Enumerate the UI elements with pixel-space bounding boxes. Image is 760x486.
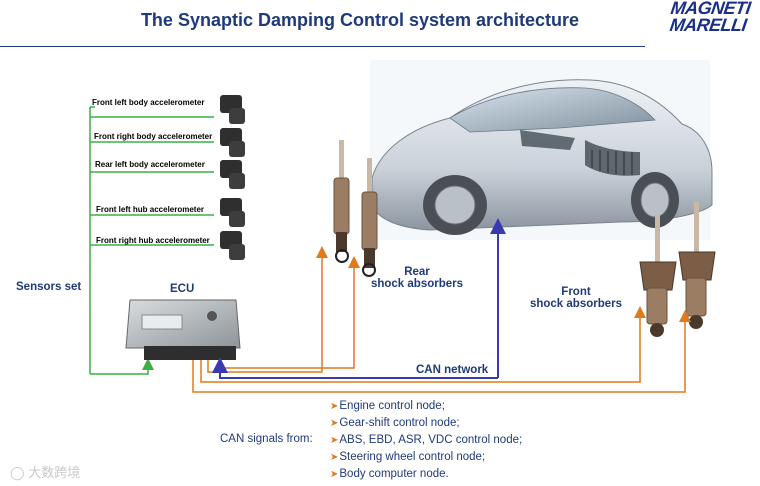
sensor-label-front-right-hub: Front right hub accelerometer bbox=[96, 236, 210, 245]
can-network-label: CAN network bbox=[416, 364, 489, 376]
can-signals-list: ➤Engine control node; ➤Gear-shift contro… bbox=[330, 398, 522, 483]
arrow-bullet-icon: ➤ bbox=[330, 401, 339, 412]
watermark-logo-icon: ◯ bbox=[10, 465, 25, 480]
rear-shock-absorbers-image bbox=[333, 140, 378, 277]
watermark: ◯ 大数跨境 bbox=[10, 465, 81, 480]
list-item: ➤Engine control node; bbox=[330, 400, 445, 412]
arrow-bullet-icon: ➤ bbox=[330, 418, 339, 429]
sensor-icon bbox=[220, 198, 245, 227]
ecu-image bbox=[125, 299, 241, 360]
front-shock-absorbers-label: Front shock absorbers bbox=[529, 286, 623, 310]
rear-shock-absorbers-label: Rear shock absorbers bbox=[370, 266, 464, 290]
sensor-wiring bbox=[89, 106, 214, 375]
front-shock-absorbers-image bbox=[639, 202, 716, 337]
arrow-bullet-icon: ➤ bbox=[330, 469, 339, 480]
list-item: ➤Steering wheel control node; bbox=[330, 451, 486, 463]
page-title: The Synaptic Damping Control system arch… bbox=[140, 10, 580, 30]
list-item: ➤ABS, EBD, ASR, VDC control node; bbox=[330, 434, 523, 446]
sensor-label-front-right-body: Front right body accelerometer bbox=[94, 132, 213, 141]
list-item: ➤Gear-shift control node; bbox=[330, 417, 460, 429]
sensor-icon bbox=[220, 95, 245, 124]
arrow-bullet-icon: ➤ bbox=[330, 452, 339, 463]
can-network-line bbox=[212, 218, 506, 379]
arrow-bullet-icon: ➤ bbox=[330, 435, 339, 446]
sensor-label-front-left-hub: Front left hub accelerometer bbox=[96, 205, 205, 214]
sensor-label-rear-left-body: Rear left body accelerometer bbox=[95, 160, 205, 169]
sensor-icon bbox=[220, 128, 245, 157]
ecu-label: ECU bbox=[170, 283, 195, 295]
sensor-label-front-left-body: Front left body accelerometer bbox=[92, 98, 205, 107]
sensors-set-label: Sensors set bbox=[16, 281, 82, 293]
list-item: ➤Body computer node. bbox=[330, 468, 449, 480]
sensor-icon bbox=[220, 231, 245, 260]
title-divider bbox=[0, 46, 645, 47]
sensor-images bbox=[220, 95, 245, 260]
sensor-icon bbox=[220, 160, 245, 189]
car-image bbox=[370, 60, 713, 240]
can-signals-title: CAN signals from: bbox=[220, 433, 313, 445]
